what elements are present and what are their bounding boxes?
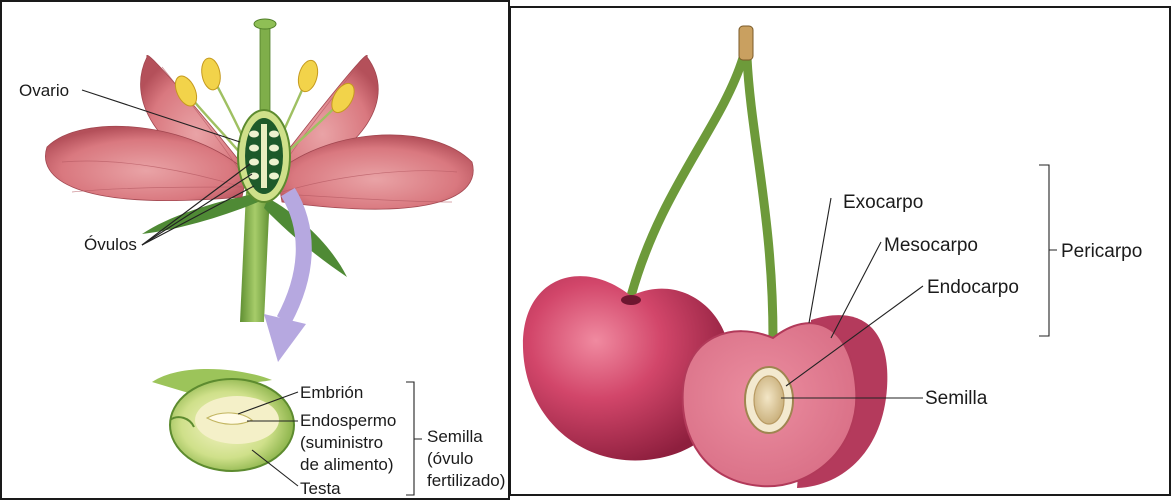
label-endospermo: Endospermo: [300, 411, 396, 430]
label-ovario: Ovario: [19, 81, 69, 100]
flower-stem: [240, 192, 270, 322]
label-pericarpo: Pericarpo: [1061, 241, 1142, 262]
label-semilla-3: fertilizado): [427, 471, 505, 490]
flower-diagram: Ovario Óvulos Embrión Endospermo (sumini…: [2, 2, 508, 498]
cherry-panel: Exocarpo Mesocarpo Endocarpo Pericarpo S…: [509, 6, 1171, 496]
label-testa: Testa: [300, 479, 341, 498]
label-embrion: Embrión: [300, 383, 363, 402]
label-ovulos: Óvulos: [84, 235, 137, 254]
stem-left: [631, 58, 743, 296]
cherry-seed: [754, 376, 784, 424]
anther-2: [199, 57, 222, 92]
stem-tip: [739, 26, 753, 60]
label-semilla-2: (óvulo: [427, 449, 473, 468]
label-endospermo-2: (suministro: [300, 433, 383, 452]
cherry-diagram: Exocarpo Mesocarpo Endocarpo Pericarpo S…: [511, 8, 1169, 494]
label-mesocarpo: Mesocarpo: [884, 235, 978, 256]
development-arrow-head: [264, 314, 306, 362]
flower-panel: Ovario Óvulos Embrión Endospermo (sumini…: [0, 0, 510, 500]
stigma: [254, 19, 276, 29]
anther-3: [295, 58, 321, 94]
seed-diagram: [152, 369, 294, 471]
label-semilla: Semilla: [427, 427, 483, 446]
label-endospermo-3: de alimento): [300, 455, 394, 474]
label-semilla-cherry: Semilla: [925, 388, 988, 409]
label-exocarpo: Exocarpo: [843, 192, 923, 213]
stem-right: [747, 58, 773, 338]
label-endocarpo: Endocarpo: [927, 277, 1019, 298]
